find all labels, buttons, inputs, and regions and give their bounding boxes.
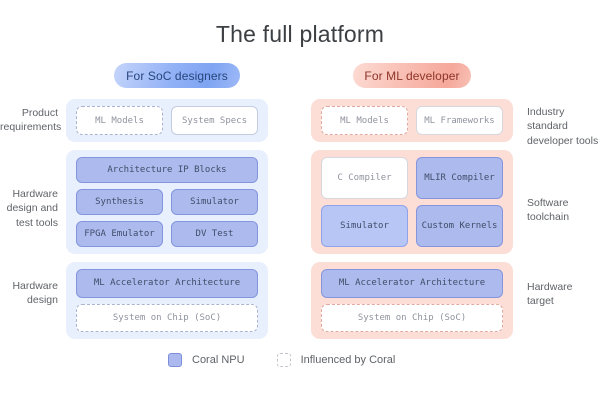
ml-ml-models-box: ML Models xyxy=(321,106,408,135)
soc-system-on-chip-box: System on Chip (SoC) xyxy=(76,303,258,332)
soc-dv-test-box: DV Test xyxy=(171,221,258,247)
page-title: The full platform xyxy=(215,21,385,47)
label-line: Software xyxy=(527,197,569,209)
ml-hardware-target-group: ML Accelerator Architecture System on Ch… xyxy=(311,262,513,339)
legend-label: Coral NPU xyxy=(192,354,245,366)
soc-system-specs-box: System Specs xyxy=(171,106,258,135)
label-line: toolchain xyxy=(527,211,570,224)
label-line: Hardware xyxy=(12,188,58,200)
label-industry-standard-tools: Industry standard developer tools xyxy=(527,105,600,148)
label-line: Hardware xyxy=(12,280,58,292)
ml-c-compiler-box: C Compiler xyxy=(321,157,408,199)
soc-ml-accelerator-architecture-box: ML Accelerator Architecture xyxy=(76,269,258,298)
coral-npu-swatch-icon xyxy=(168,353,182,367)
label-line: requirements xyxy=(0,121,62,134)
label-line: Product xyxy=(21,107,58,119)
soc-design-tools-group: Architecture IP Blocks Synthesis Simulat… xyxy=(66,150,268,254)
label-line: test tools xyxy=(15,216,58,229)
ml-mlir-compiler-box: MLIR Compiler xyxy=(416,157,503,199)
soc-fpga-emulator-box: FPGA Emulator xyxy=(76,221,163,247)
soc-architecture-ip-blocks-box: Architecture IP Blocks xyxy=(76,157,258,183)
label-line: design and xyxy=(6,202,58,215)
soc-simulator-box: Simulator xyxy=(171,189,258,215)
legend-label: Influenced by Coral xyxy=(300,354,396,366)
ml-developer-pill: For ML developer xyxy=(353,63,471,88)
label-line: Hardware xyxy=(527,281,573,293)
label-hardware-target: Hardware target xyxy=(527,280,600,309)
ml-custom-kernels-box: Custom Kernels xyxy=(416,205,503,247)
soc-ml-models-box: ML Models xyxy=(76,106,163,135)
label-hardware-design-test-tools: Hardware design and test tools xyxy=(0,187,58,230)
ml-simulator-box: Simulator xyxy=(321,205,408,247)
label-line: Industry standard xyxy=(527,106,568,133)
label-hardware-design: Hardware design xyxy=(0,279,58,308)
ml-developer-tools-group: ML Models ML Frameworks xyxy=(311,99,513,142)
soc-hardware-design-group: ML Accelerator Architecture System on Ch… xyxy=(66,262,268,339)
label-software-toolchain: Software toolchain xyxy=(527,196,600,225)
soc-product-requirements-group: ML Models System Specs xyxy=(66,99,268,142)
influenced-swatch-icon xyxy=(276,353,291,367)
ml-ml-accelerator-architecture-box: ML Accelerator Architecture xyxy=(321,269,503,298)
ml-system-on-chip-box: System on Chip (SoC) xyxy=(321,303,503,332)
label-line: target xyxy=(527,295,554,308)
legend-item-influenced: Influenced by Coral xyxy=(276,353,396,367)
label-line: developer tools xyxy=(527,134,599,147)
label-line: design xyxy=(27,294,58,307)
ml-frameworks-box: ML Frameworks xyxy=(416,106,503,135)
label-product-requirements: Product requirements xyxy=(0,106,62,135)
legend-item-coral-npu: Coral NPU xyxy=(168,353,245,367)
legend: Coral NPU Influenced by Coral xyxy=(168,353,395,367)
soc-synthesis-box: Synthesis xyxy=(76,189,163,215)
ml-software-toolchain-group: C Compiler MLIR Compiler Simulator Custo… xyxy=(311,150,513,254)
soc-designers-pill: For SoC designers xyxy=(114,63,240,88)
